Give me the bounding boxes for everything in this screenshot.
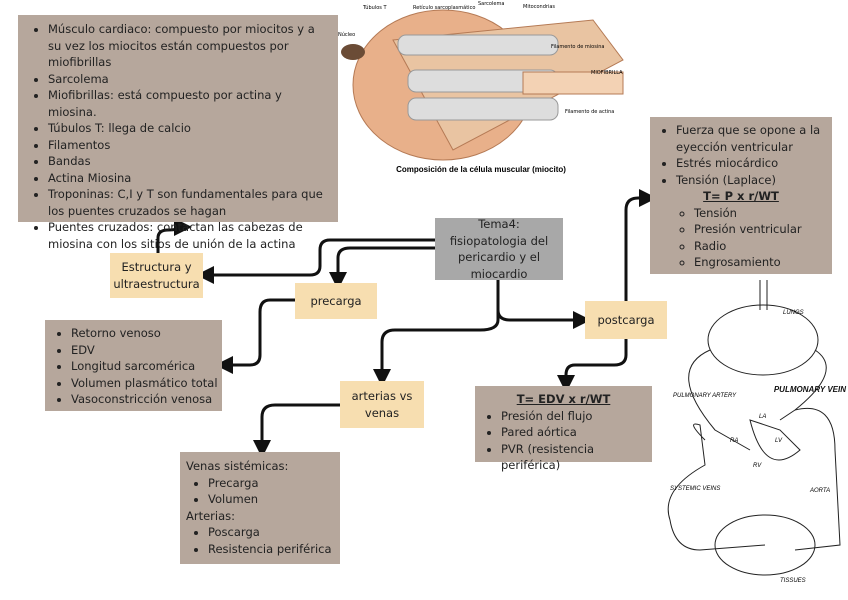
list-item: Resistencia periférica xyxy=(208,541,334,558)
muscle-label: Retículo sarcoplasmático xyxy=(413,4,475,11)
list-item: Sarcolema xyxy=(48,71,330,88)
list-item: Presión ventricular xyxy=(694,221,828,238)
muscle-label: Mitocondrias xyxy=(523,4,555,10)
list-item: Troponinas: C,I y T son fundamentales pa… xyxy=(48,186,330,219)
list-item: Radio xyxy=(694,238,828,255)
muscle-label: Núcleo xyxy=(338,31,355,38)
estructura-details-box: Músculo cardiaco: compuesto por miocitos… xyxy=(18,15,338,251)
central-topic-node[interactable]: Tema4: fisiopatologia del pericardio y e… xyxy=(435,217,563,281)
circ-label: LUNGS xyxy=(783,310,804,316)
list-item: Engrosamiento xyxy=(694,254,828,271)
laplace-formula: T= P x r/WT xyxy=(703,189,779,203)
circ-label-pulmonary-vein: PULMONARY VEIN xyxy=(774,385,846,394)
list-item: Precarga xyxy=(208,475,334,492)
list-item: Miofibrillas: está compuesto por actina … xyxy=(48,87,330,120)
arterias-venas-details-box: Venas sistémicas: Precarga Volumen Arter… xyxy=(180,452,340,564)
circ-label: AORTA xyxy=(809,488,830,494)
muscle-label: Sarcolema xyxy=(478,1,504,7)
list-item: Túbulos T: llega de calcio xyxy=(48,120,330,137)
precarga-node[interactable]: precarga xyxy=(295,283,377,319)
arterias-venas-node[interactable]: arterias vs venas xyxy=(340,381,424,428)
postcarga-details-box: Fuerza que se opone a la eyección ventri… xyxy=(650,117,832,274)
muscle-cell-image: Composición de la célula muscular (mioci… xyxy=(333,0,630,178)
postcarga-edv-box: T= EDV x r/WT Presión del flujo Pared aó… xyxy=(475,386,652,472)
list-item: Filamentos xyxy=(48,137,330,154)
list-item: Tensión (Laplace) xyxy=(676,172,828,189)
list-item: Presión del flujo xyxy=(501,408,648,425)
list-item: Volumen plasmático total xyxy=(71,375,218,392)
circ-label: TISSUES xyxy=(780,578,806,584)
list-item: Vasoconstricción venosa xyxy=(71,391,218,408)
circ-label: LA xyxy=(759,414,766,420)
list-item: Músculo cardiaco: compuesto por miocitos… xyxy=(48,21,330,71)
list-item: Volumen xyxy=(208,491,334,508)
list-item: Retorno venoso xyxy=(71,325,218,342)
list-item: Pared aórtica xyxy=(501,424,648,441)
list-item: Estrés miocárdico xyxy=(676,155,828,172)
precarga-details-box: Retorno venoso EDV Longitud sarcomérica … xyxy=(45,320,222,411)
circ-label: RV xyxy=(753,463,762,469)
muscle-label: Túbulos T xyxy=(362,4,387,11)
list-item: Puentes cruzados: contactan las cabezas … xyxy=(48,219,330,252)
list-item: Poscarga xyxy=(208,524,334,541)
postcarga-node[interactable]: postcarga xyxy=(585,301,667,339)
arterias-heading: Arterias: xyxy=(186,508,236,523)
edv-formula: T= EDV x r/WT xyxy=(516,392,611,406)
list-item: Longitud sarcomérica xyxy=(71,358,218,375)
muscle-label: MIOFIBRILLA xyxy=(591,70,623,76)
muscle-caption: Composición de la célula muscular (mioci… xyxy=(396,165,566,174)
muscle-label: Filamento de miosina xyxy=(551,44,604,50)
list-item: EDV xyxy=(71,342,218,359)
estructura-node[interactable]: Estructura y ultraestructura xyxy=(110,253,203,298)
circulation-diagram-image: LUNGS PULMONARY ARTERY PULMONARY VEIN LA… xyxy=(655,280,848,596)
muscle-label: Filamento de actina xyxy=(565,109,614,115)
list-item: Tensión xyxy=(694,205,828,222)
list-item: PVR (resistencia periférica) xyxy=(501,441,648,474)
circ-label: PULMONARY ARTERY xyxy=(673,393,737,399)
circ-label: LV xyxy=(775,438,783,444)
circ-label: RA xyxy=(730,438,738,444)
list-item: Actina Miosina xyxy=(48,170,330,187)
list-item: Bandas xyxy=(48,153,330,170)
list-item: Fuerza que se opone a la eyección ventri… xyxy=(676,122,828,155)
venas-heading: Venas sistémicas: xyxy=(186,459,289,473)
circ-label: SYSTEMIC VEINS xyxy=(670,486,720,492)
